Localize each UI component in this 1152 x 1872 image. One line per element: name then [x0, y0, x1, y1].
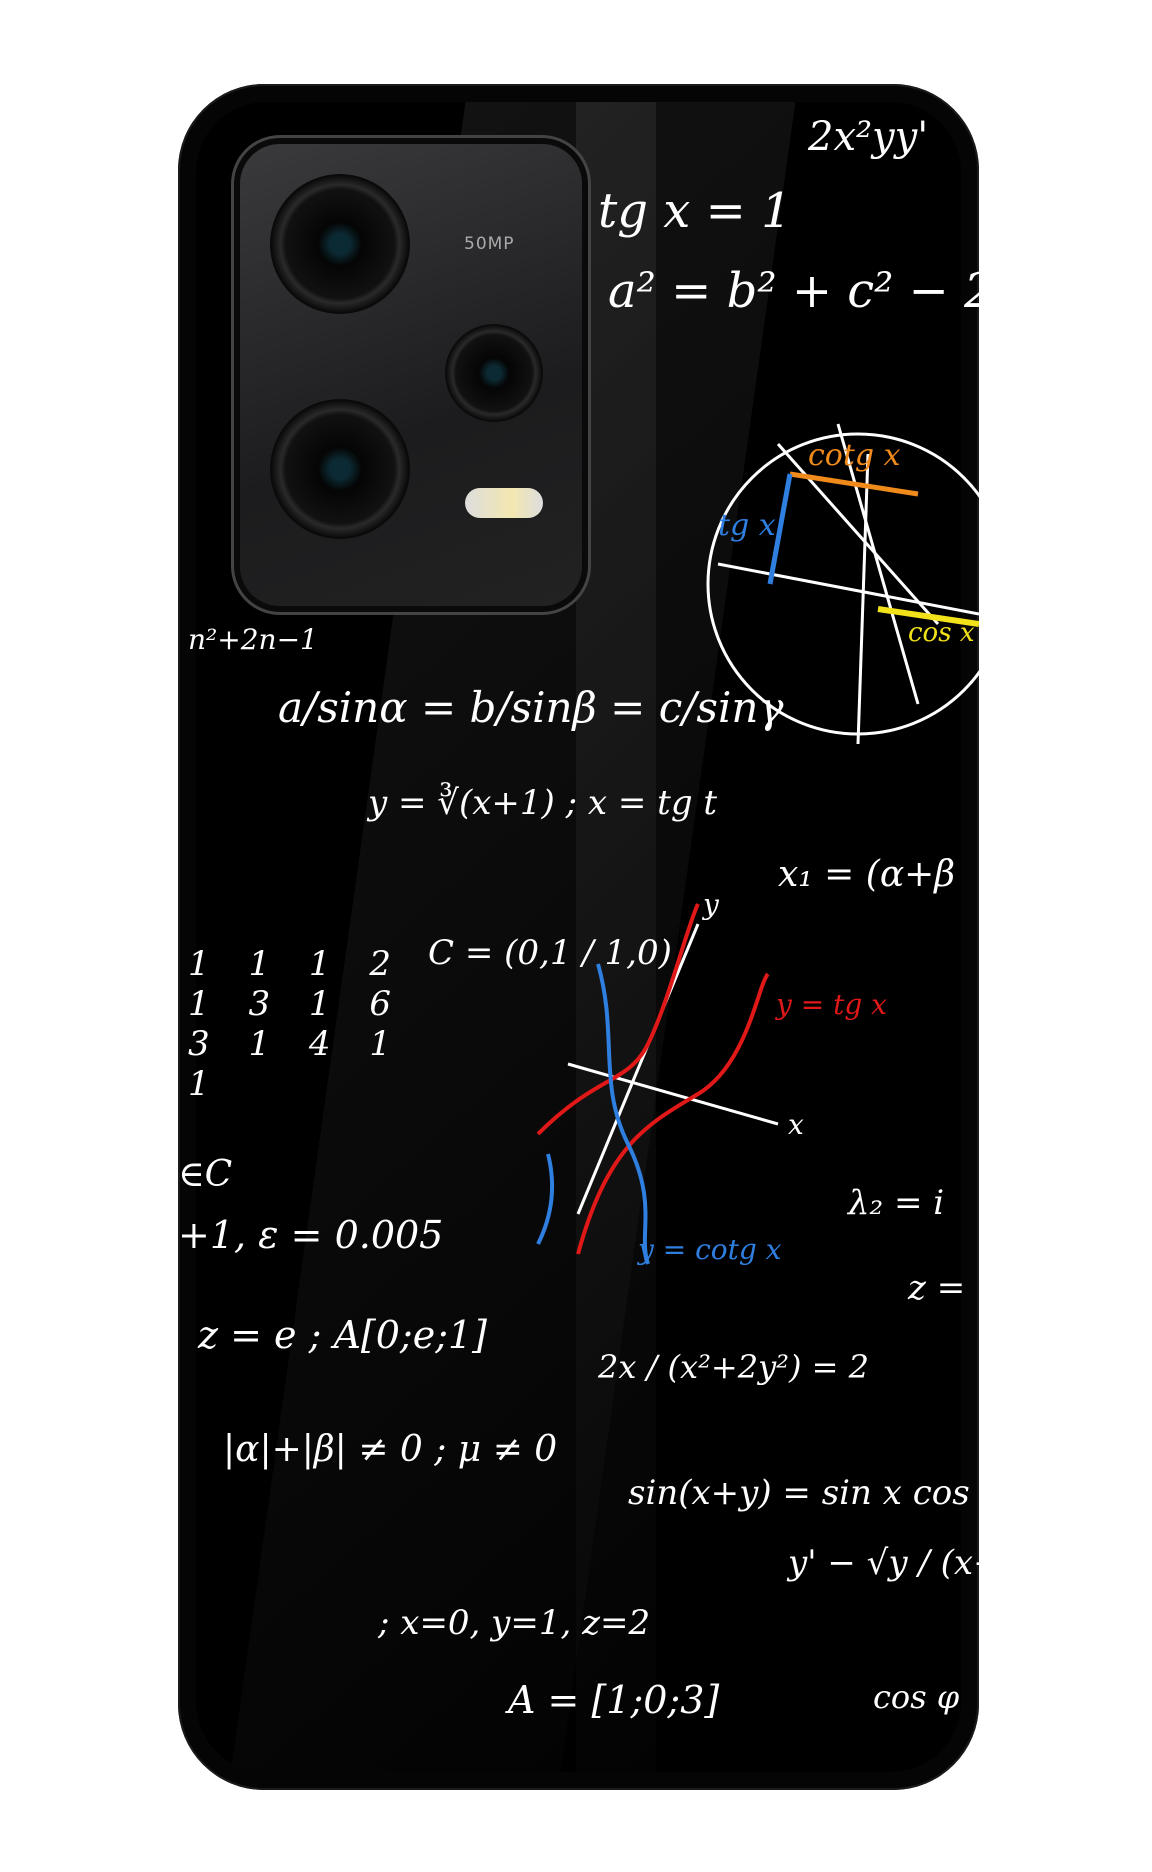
formula: x₁ = (α+β	[778, 854, 956, 895]
formula: y = cotg x	[638, 1233, 782, 1266]
formula: a/sinα = b/sinβ = c/sinγ	[278, 683, 784, 732]
formula: cos x	[908, 618, 975, 648]
number-triangle: 1 1 1 2 1 3 1 6 3 1 4 1 1	[188, 944, 405, 1104]
camera-label: 50MP	[464, 234, 515, 254]
formula: tg x = 1	[598, 183, 792, 239]
formula: z = e ; A[0;e;1]	[198, 1313, 488, 1357]
formula: sin(x+y) = sin x cos	[628, 1473, 970, 1513]
unit-circle-drawing	[706, 423, 979, 745]
formula: ∈C	[178, 1154, 233, 1195]
axis-y-label: y	[703, 888, 719, 921]
formula: y = ∛(x+1) ; x = tg t	[368, 783, 718, 823]
cotg-line	[789, 471, 919, 497]
formula: z =	[908, 1268, 966, 1308]
formula: y' − √y / (x+2) =	[788, 1543, 979, 1583]
cos-line	[877, 606, 979, 627]
formula: 2x / (x²+2y²) = 2	[598, 1348, 869, 1386]
secondary-camera-lens	[270, 399, 410, 539]
formula: y = tg x	[776, 988, 887, 1021]
formula: C = (0,1 / 1,0)	[428, 933, 672, 973]
main-camera-lens	[270, 174, 410, 314]
formula: λ₂ = i	[848, 1183, 945, 1223]
formula: A = [1;0;3]	[508, 1678, 720, 1722]
camera-cutout: 50MP	[240, 144, 582, 606]
flash	[465, 488, 543, 518]
macro-camera-lens	[445, 324, 543, 422]
formula: |α|+|β| ≠ 0 ; μ ≠ 0	[223, 1429, 558, 1470]
formula: ; x=0, y=1, z=2	[378, 1603, 651, 1643]
formula: cotg x	[808, 438, 901, 473]
graph-drawings	[536, 423, 979, 1265]
axis-x-label: x	[788, 1108, 804, 1141]
formula: 2x²yy'	[808, 114, 929, 160]
formula: n²+2n−1	[188, 623, 318, 656]
glass-reflection	[576, 102, 656, 1772]
tg-line	[767, 473, 793, 585]
formula: cos φ	[873, 1678, 960, 1716]
formula: tg x	[718, 508, 776, 543]
formula: a² = b² + c² − 2	[608, 263, 979, 319]
formula: +1, ε = 0.005	[178, 1213, 444, 1257]
function-graph	[536, 903, 779, 1265]
